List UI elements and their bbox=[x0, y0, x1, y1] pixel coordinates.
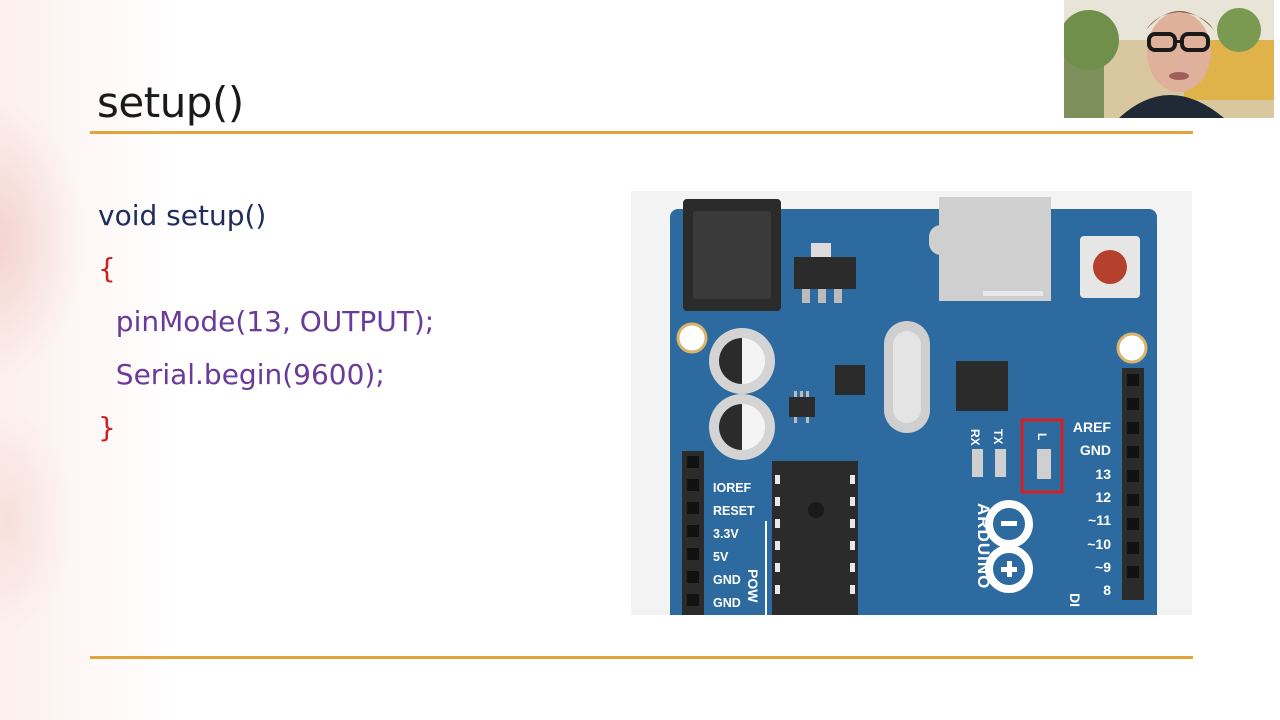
arduino-logo-text: ARDUINO bbox=[974, 503, 993, 589]
code-line: pinMode(13, OUTPUT); bbox=[98, 305, 435, 338]
presenter-webcam bbox=[1064, 0, 1274, 118]
pin-label: GND bbox=[1080, 442, 1111, 458]
pin-label: 8 bbox=[1103, 582, 1111, 598]
voltage-regulator bbox=[794, 257, 856, 289]
capacitor bbox=[709, 328, 775, 394]
l-led-highlight-box bbox=[1020, 418, 1064, 494]
code-line: } bbox=[98, 411, 116, 444]
pin-label: AREF bbox=[1073, 419, 1112, 435]
usb-port bbox=[939, 197, 1051, 301]
pin-label: 3.3V bbox=[713, 527, 739, 541]
pin-label: 13 bbox=[1095, 466, 1111, 482]
code-line: Serial.begin(9600); bbox=[98, 358, 385, 391]
background-decoration bbox=[0, 0, 180, 720]
l-label: L bbox=[1035, 433, 1049, 440]
code-block: void setup() { pinMode(13, OUTPUT); Seri… bbox=[98, 196, 434, 461]
pin-label: ~10 bbox=[1087, 536, 1111, 552]
pin-label: 5V bbox=[713, 550, 729, 564]
footer-divider bbox=[90, 656, 1193, 659]
arduino-board-illustration: RX TX L ARDUINO IOREF RESET 3.3V 5V GND … bbox=[670, 197, 1157, 615]
slide-title: setup() bbox=[97, 78, 244, 127]
pin-label: GND bbox=[713, 573, 741, 587]
pin-label: ~9 bbox=[1095, 559, 1111, 575]
presenter-video-icon bbox=[1064, 0, 1274, 118]
pin-label: IOREF bbox=[713, 481, 752, 495]
pin-label: 12 bbox=[1095, 489, 1111, 505]
l-led bbox=[1037, 449, 1051, 479]
rx-label: RX bbox=[968, 429, 982, 446]
power-header-label: POW bbox=[745, 569, 761, 603]
code-line: void setup() bbox=[98, 199, 267, 232]
code-line: { bbox=[98, 252, 116, 285]
pin-label: ~11 bbox=[1088, 512, 1111, 528]
arduino-board-image: RX TX L ARDUINO IOREF RESET 3.3V 5V GND … bbox=[631, 191, 1192, 615]
microcontroller-chip bbox=[772, 461, 858, 615]
digital-header-label: DI bbox=[1067, 593, 1083, 607]
pin-label: GND bbox=[713, 596, 741, 610]
tx-label: TX bbox=[991, 429, 1005, 444]
pin-label: RESET bbox=[713, 504, 755, 518]
rx-led bbox=[972, 449, 983, 477]
tx-led bbox=[995, 449, 1006, 477]
arduino-logo-icon bbox=[985, 500, 1033, 593]
capacitor bbox=[709, 394, 775, 460]
title-underline bbox=[90, 131, 1193, 134]
